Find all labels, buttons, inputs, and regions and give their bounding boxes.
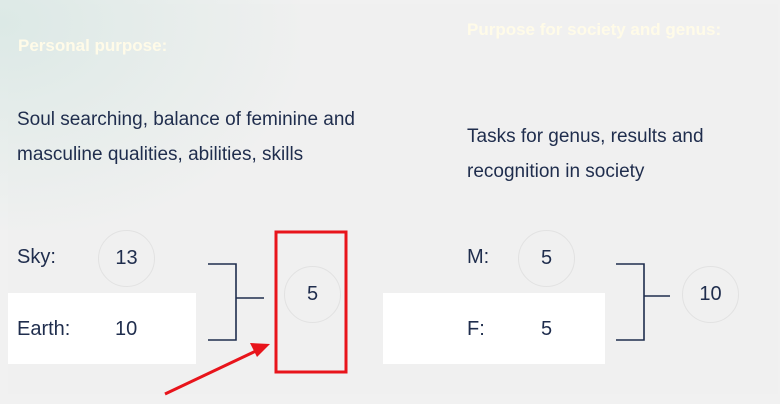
red-arrow-head [250, 343, 270, 357]
society-result-value: 10 [699, 283, 722, 305]
m-label: M: [467, 246, 490, 268]
personal-result-value: 5 [306, 283, 319, 305]
sky-value: 13 [115, 247, 138, 269]
society-result-circle: 10 [682, 266, 739, 323]
f-label: F: [467, 318, 485, 340]
personal-purpose-heading: Personal purpose: [18, 36, 168, 55]
background-glow [0, 0, 300, 230]
m-value-circle: 5 [518, 230, 575, 287]
red-highlight-box [274, 230, 348, 374]
m-value: 5 [540, 247, 553, 269]
red-arrow-line [164, 348, 259, 396]
f-value: 5 [541, 318, 553, 340]
personal-result-circle: 5 [284, 266, 341, 323]
f-row-background [383, 293, 605, 364]
sky-label: Sky: [17, 246, 56, 268]
left-bracket [208, 263, 237, 341]
earth-label: Earth: [17, 318, 71, 340]
right-bracket [616, 263, 645, 341]
sky-value-circle: 13 [98, 230, 155, 287]
earth-value: 10 [115, 318, 138, 340]
society-purpose-description: Tasks for genus, results and recognition… [467, 126, 704, 182]
earth-row-background [8, 293, 196, 364]
personal-purpose-description: Soul searching, balance of feminine and … [17, 109, 356, 165]
society-purpose-heading: Purpose for society and genus: [467, 20, 722, 39]
